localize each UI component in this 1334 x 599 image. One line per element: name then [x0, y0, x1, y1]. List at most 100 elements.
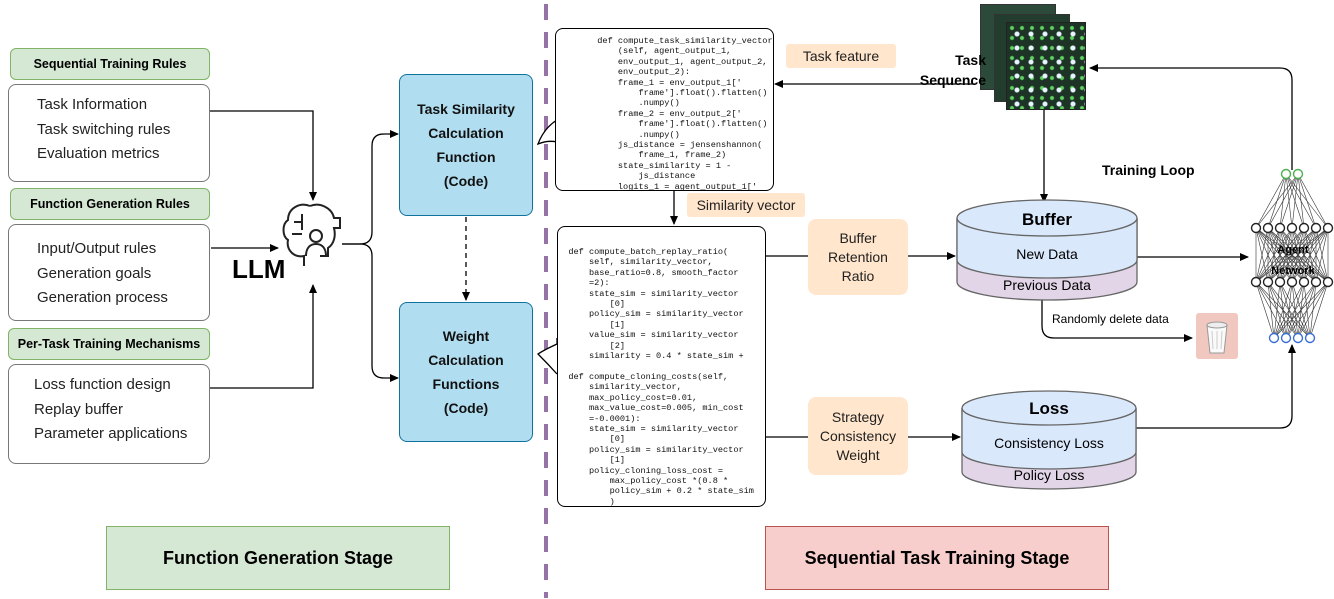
random-delete-label: Randomly delete data — [1052, 312, 1169, 326]
network-node — [1280, 332, 1292, 344]
sequential-rules-box: Task Information Task switching rules Ev… — [8, 84, 210, 182]
arrow-llm-to-tasksim — [342, 130, 399, 245]
network-node — [1298, 222, 1310, 234]
buffer-new-data: New Data — [1016, 246, 1078, 262]
agent-network-diagram — [1250, 168, 1334, 344]
agent-network-label: Agent Network — [1271, 244, 1315, 277]
network-edge — [1273, 281, 1281, 339]
network-edge — [1255, 227, 1293, 283]
loss-title: Loss — [1029, 399, 1069, 418]
rule-item: Task Information — [37, 96, 148, 113]
network-edge — [1267, 281, 1275, 339]
network-edge — [1255, 227, 1305, 283]
network-edge — [1279, 227, 1329, 283]
network-edge — [1291, 173, 1299, 229]
arrow-buffer-to-trash — [1041, 300, 1193, 342]
network-edge — [1273, 281, 1293, 339]
task-sequence-label: Task Sequence — [919, 52, 986, 88]
network-node — [1268, 332, 1280, 344]
network-edge — [1273, 281, 1329, 339]
arrow-llm-to-weight — [342, 243, 399, 382]
rule-item: Parameter applications — [34, 425, 188, 442]
network-node — [1274, 222, 1286, 234]
network-node — [1292, 168, 1304, 180]
llm-label: LLM — [232, 254, 286, 284]
network-edge — [1309, 281, 1329, 339]
network-edge — [1273, 281, 1317, 339]
network-node — [1262, 222, 1274, 234]
network-node — [1304, 332, 1316, 344]
network-node — [1310, 222, 1322, 234]
network-node — [1274, 276, 1286, 288]
network-node — [1262, 276, 1274, 288]
callout-tail-top — [536, 110, 558, 146]
buffer-previous-data: Previous Data — [1003, 277, 1091, 293]
code-similarity-vector: def compute_task_similarity_vector (self… — [555, 28, 774, 191]
network-node — [1250, 276, 1262, 288]
network-edge — [1267, 173, 1299, 229]
similarity-vector-label: Similarity vector — [687, 193, 805, 217]
network-edge — [1303, 227, 1329, 283]
rule-item: Input/Output rules — [37, 240, 157, 257]
rule-item: Generation process — [37, 289, 168, 306]
network-edge — [1273, 281, 1305, 339]
training-loop-label: Training Loop — [1102, 162, 1195, 178]
network-edge — [1255, 227, 1269, 283]
network-edge — [1297, 173, 1329, 229]
llm-brain-icon — [282, 203, 341, 266]
game-frame-front — [1006, 22, 1086, 110]
network-edge — [1315, 227, 1329, 283]
rule-item: Task switching rules — [37, 120, 171, 138]
per-task-header: Per-Task Training Mechanisms — [8, 328, 210, 360]
network-edge — [1279, 173, 1299, 229]
network-edge — [1255, 281, 1275, 339]
loss-policy: Policy Loss — [1013, 467, 1085, 483]
callout-tail-bottom — [536, 338, 558, 375]
arrow-agent-to-taskseq — [1089, 64, 1293, 170]
network-edge — [1291, 227, 1329, 283]
network-node — [1286, 276, 1298, 288]
per-task-box: Loss function design Replay buffer Param… — [8, 364, 210, 464]
buffer-cylinder — [956, 199, 1138, 301]
network-edge — [1255, 227, 1329, 283]
network-edge — [1255, 173, 1287, 229]
network-edge — [1285, 281, 1329, 339]
network-edge — [1267, 227, 1329, 283]
code-weight-functions: def compute_batch_replay_ratio( self, si… — [557, 226, 766, 507]
function-rules-header: Function Generation Rules — [10, 188, 210, 220]
arrow-seq-to-llm — [210, 110, 317, 201]
arrow-loss-to-agent — [1136, 344, 1296, 429]
loss-consistency: Consistency Loss — [994, 435, 1104, 451]
network-node — [1322, 222, 1334, 234]
network-node — [1286, 222, 1298, 234]
network-node — [1298, 276, 1310, 288]
rule-item: Loss function design — [34, 376, 171, 393]
network-edge — [1297, 173, 1317, 229]
network-edge — [1297, 281, 1329, 339]
sequential-rules-header: Sequential Training Rules — [10, 48, 210, 80]
task-sequence-frames — [980, 4, 1090, 112]
arrow-pertask-to-llm — [210, 284, 317, 389]
task-feature-label: Task feature — [786, 44, 896, 68]
network-edge — [1255, 227, 1281, 283]
network-edge — [1255, 227, 1317, 283]
network-edge — [1297, 173, 1305, 229]
buffer-retention-ratio: Buffer Retention Ratio — [808, 219, 908, 295]
trash-bin-icon — [1196, 313, 1238, 359]
buffer-title: Buffer — [1021, 210, 1073, 229]
loss-cylinder — [961, 390, 1137, 490]
sequential-task-training-stage: Sequential Task Training Stage — [765, 526, 1109, 590]
weight-calculation-functions: Weight Calculation Functions (Code) — [399, 302, 533, 442]
rule-item: Evaluation metrics — [37, 145, 160, 162]
rule-item: Replay buffer — [34, 400, 123, 418]
network-node — [1310, 276, 1322, 288]
network-edge — [1255, 173, 1299, 229]
network-node — [1280, 168, 1292, 180]
network-node — [1322, 276, 1334, 288]
network-node — [1250, 222, 1262, 234]
rule-item: Generation goals — [37, 264, 152, 282]
task-similarity-function: Task Similarity Calculation Function (Co… — [399, 74, 533, 216]
strategy-consistency-weight: Strategy Consistency Weight — [808, 397, 908, 475]
network-node — [1292, 332, 1304, 344]
